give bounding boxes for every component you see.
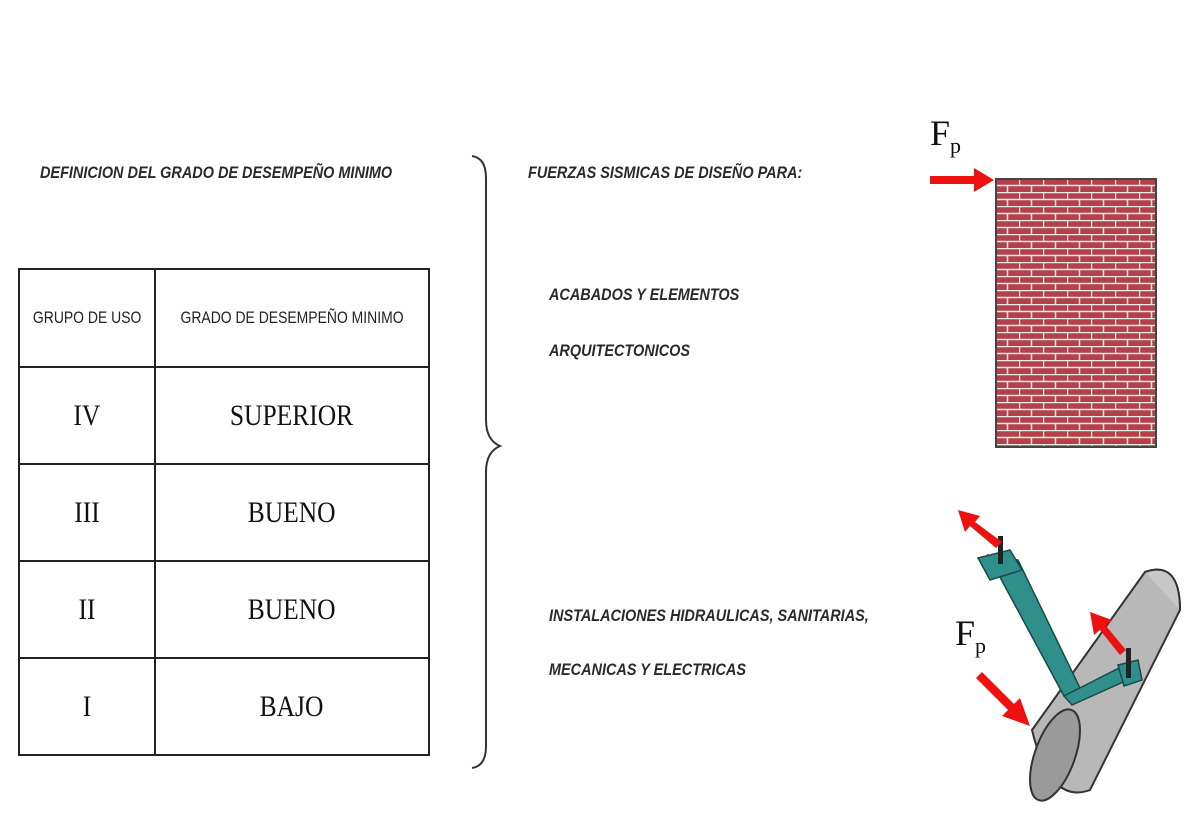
force-arrow-wall-icon xyxy=(930,168,994,192)
cell-grupo: II xyxy=(18,560,156,659)
header-grupo: GRUPO DE USO xyxy=(18,268,156,368)
table-row: II BUENO xyxy=(18,560,431,659)
header-grado: GRADO DE DESEMPEÑO MINIMO xyxy=(153,268,431,368)
table-row: III BUENO xyxy=(18,463,431,562)
cell-grupo: I xyxy=(18,657,156,756)
cell-grado: BUENO xyxy=(153,560,431,659)
cell-grado: SUPERIOR xyxy=(153,366,431,465)
force-label-wall: Fp xyxy=(930,113,962,159)
cell-grupo: IV xyxy=(18,366,156,465)
table-row: I BAJO xyxy=(18,657,431,756)
table-row: IV SUPERIOR xyxy=(18,366,431,465)
brick-wall-icon xyxy=(995,178,1157,448)
cell-grupo: III xyxy=(18,463,156,562)
item-installations-line2: MECANICAS Y ELECTRICAS xyxy=(549,660,746,679)
item-finishes-line2: ARQUITECTONICOS xyxy=(549,341,691,360)
force-label-pipe: Fp xyxy=(955,613,987,659)
item-finishes-line1: ACABADOS Y ELEMENTOS xyxy=(549,285,740,304)
table-header-row: GRUPO DE USO GRADO DE DESEMPEÑO MINIMO xyxy=(18,268,431,368)
left-title: DEFINICION DEL GRADO DE DESEMPEÑO MINIMO xyxy=(40,163,393,182)
cell-grado: BUENO xyxy=(153,463,431,562)
curly-brace xyxy=(471,155,503,769)
cell-grado: BAJO xyxy=(153,657,431,756)
performance-table: GRUPO DE USO GRADO DE DESEMPEÑO MINIMO I… xyxy=(18,268,431,756)
item-installations-line1: INSTALACIONES HIDRAULICAS, SANITARIAS, xyxy=(549,606,869,625)
right-title: FUERZAS SISMICAS DE DISEÑO PARA: xyxy=(528,163,803,182)
pipe-assembly-icon xyxy=(958,510,1182,802)
